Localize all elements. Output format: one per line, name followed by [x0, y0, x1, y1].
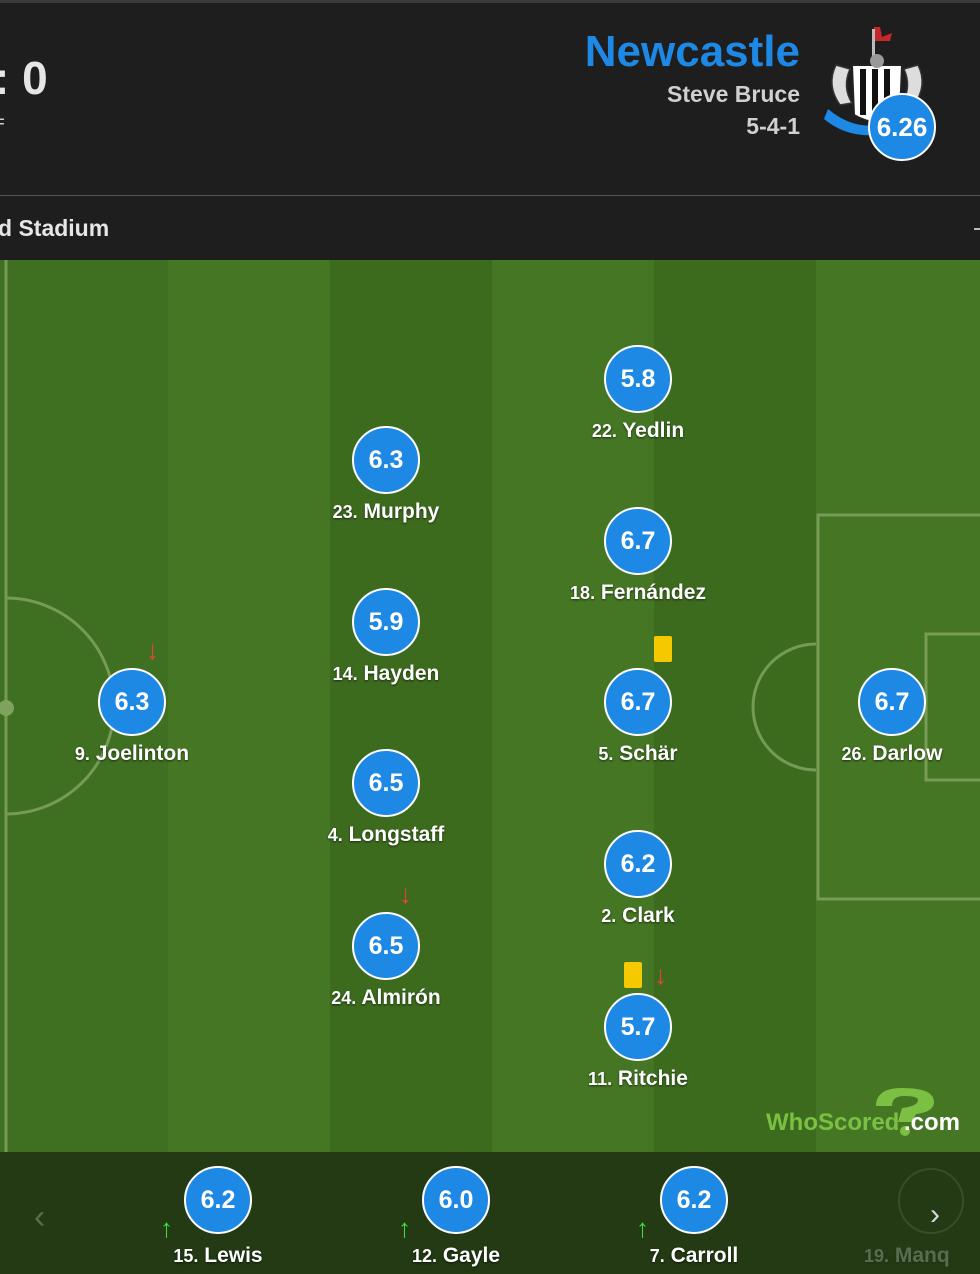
- player-rating: 6.5: [352, 749, 420, 817]
- player-name: 22. Yedlin: [591, 419, 685, 442]
- player-schar[interactable]: 6.7 5. Schär: [528, 668, 748, 765]
- player-name: 7. Carroll: [649, 1244, 739, 1267]
- player-name: 23. Murphy: [332, 500, 440, 523]
- player-yedlin[interactable]: 5.8 22. Yedlin: [528, 345, 748, 442]
- player-clark[interactable]: 6.2 2. Clark: [528, 830, 748, 927]
- bench-player-carroll[interactable]: 6.2 7. Carroll: [594, 1152, 794, 1274]
- player-ritchie[interactable]: 5.7 11. Ritchie: [528, 993, 748, 1090]
- player-name: 11. Ritchie: [588, 1067, 688, 1090]
- match-header: : 0 F Newcastle Steve Bruce 5-4-1 6.26: [0, 0, 980, 196]
- player-rating: 5.9: [352, 588, 420, 656]
- player-rating: 6.5: [352, 912, 420, 980]
- player-hayden[interactable]: 5.9 14. Hayden: [276, 588, 496, 685]
- player-murphy[interactable]: 6.3 23. Murphy: [276, 426, 496, 523]
- player-name: 5. Schär: [598, 742, 678, 765]
- team-crest-icon: [824, 27, 923, 136]
- whoscored-logo: WhoScored .com: [766, 1088, 960, 1136]
- arrow-down-icon: ↓: [399, 879, 412, 909]
- yellow-card-icon: [654, 636, 672, 662]
- player-name: 24. Almirón: [331, 986, 441, 1009]
- player-longstaff[interactable]: 6.5 4. Longstaff: [276, 749, 496, 846]
- manager-name: Steve Bruce: [667, 81, 800, 107]
- chevron-left-icon[interactable]: ‹: [34, 1198, 46, 1236]
- player-name: 2. Clark: [601, 904, 675, 927]
- watermark-who: WhoScored: [766, 1109, 899, 1136]
- bench-rating-placeholder: [898, 1168, 964, 1234]
- formation: 5-4-1: [746, 113, 800, 139]
- arrow-down-icon: ↓: [654, 960, 667, 990]
- player-almiron[interactable]: 6.5 24. Almirón: [276, 912, 496, 1009]
- player-rating: 6.2: [604, 830, 672, 898]
- score: : 0: [0, 52, 48, 104]
- player-rating: 5.8: [604, 345, 672, 413]
- team-name[interactable]: Newcastle: [584, 27, 800, 76]
- chevron-right-icon[interactable]: ›: [930, 1198, 940, 1231]
- player-name: 18. Fernández: [570, 581, 706, 604]
- arrow-up-icon: ↑: [636, 1213, 649, 1243]
- arrow-up-icon: ↑: [398, 1213, 411, 1243]
- player-name: 9. Joelinton: [74, 742, 190, 765]
- player-rating: 6.3: [98, 668, 166, 736]
- player-name: 15. Lewis: [173, 1244, 263, 1267]
- player-rating: 6.2: [184, 1166, 252, 1234]
- player-rating: 6.7: [858, 668, 926, 736]
- player-rating: 6.3: [352, 426, 420, 494]
- venue-divider: [974, 228, 980, 230]
- player-darlow[interactable]: 6.7 26. Darlow: [782, 668, 980, 765]
- score-subtext: F: [0, 115, 5, 131]
- player-rating: 6.7: [604, 507, 672, 575]
- player-joelinton[interactable]: 6.3 9. Joelinton: [22, 668, 242, 765]
- player-rating: 6.2: [660, 1166, 728, 1234]
- bench-player-manq[interactable]: 19. Manq: [864, 1244, 950, 1267]
- player-rating: 5.7: [604, 993, 672, 1061]
- player-rating: 6.7: [604, 668, 672, 736]
- venue-name: d Stadium: [0, 215, 110, 241]
- player-fernandez[interactable]: 6.7 18. Fernández: [528, 507, 748, 604]
- player-name: 26. Darlow: [841, 742, 943, 765]
- arrow-up-icon: ↑: [160, 1213, 173, 1243]
- venue-bar: [0, 196, 980, 260]
- player-rating: 6.0: [422, 1166, 490, 1234]
- player-name: 12. Gayle: [411, 1244, 501, 1267]
- player-name: 4. Longstaff: [327, 823, 445, 846]
- watermark-com: .com: [904, 1109, 960, 1136]
- arrow-down-icon: ↓: [146, 635, 159, 665]
- bench-bar: [0, 1152, 980, 1274]
- team-rating-badge: 6.26: [868, 93, 936, 161]
- bench-player-lewis[interactable]: 6.2 15. Lewis: [118, 1152, 318, 1274]
- yellow-card-icon: [624, 962, 642, 988]
- bench-player-gayle[interactable]: 6.0 12. Gayle: [356, 1152, 556, 1274]
- player-name: 14. Hayden: [332, 662, 440, 685]
